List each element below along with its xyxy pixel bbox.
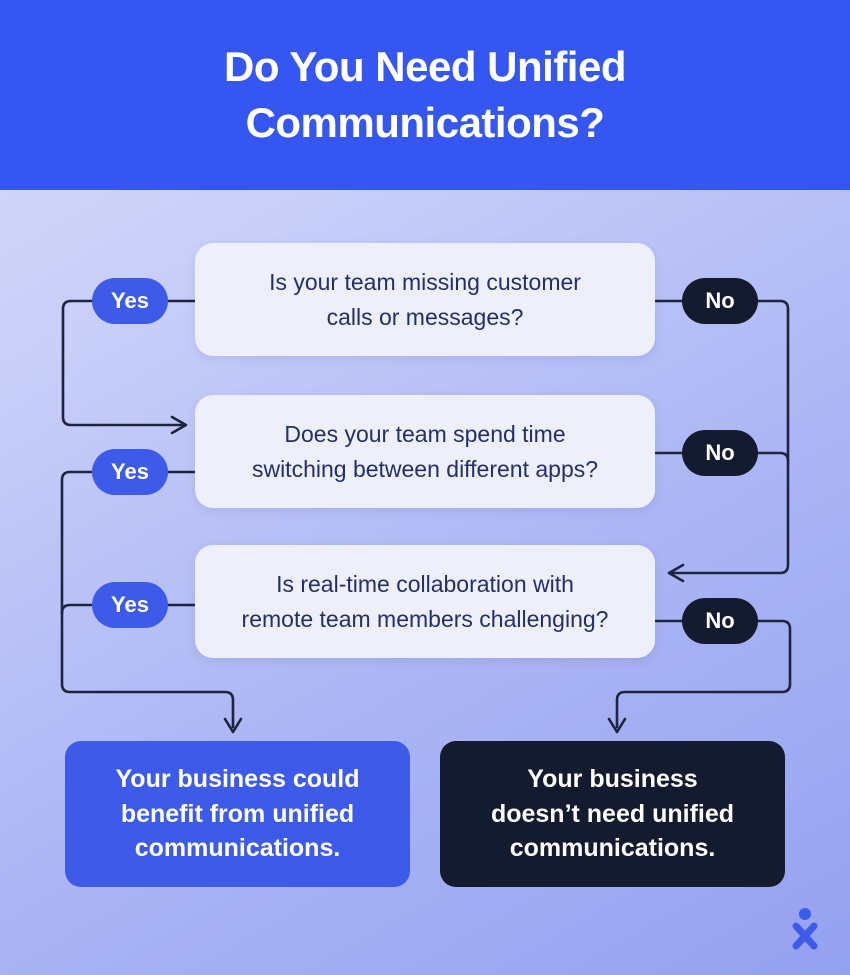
no-pill-2: No	[682, 430, 758, 476]
yes-pill-3: Yes	[92, 582, 168, 628]
yes-pill-2: Yes	[92, 449, 168, 495]
outcome-text-line: doesn’t need unified	[490, 799, 735, 828]
question-text-line: Is real-time collaboration with	[276, 571, 574, 598]
outcome-text-line: benefit from unified	[120, 799, 355, 828]
page-title: Do You Need Unified Communications?	[224, 39, 626, 151]
question-text-line: remote team members challenging?	[241, 605, 609, 632]
no-pill-label: No	[705, 608, 735, 633]
arrowhead-right-icon	[170, 415, 188, 435]
connector-no1-to-q3	[654, 299, 790, 575]
yes-pill-1: Yes	[92, 278, 168, 324]
question-card-3: Is real-time collaboration with remote t…	[195, 545, 655, 658]
yes-pill-label: Yes	[111, 459, 149, 484]
arrowhead-down-icon	[607, 717, 627, 734]
question-text-line: Is your team missing customer	[269, 269, 581, 296]
connector-yes3-join	[60, 603, 197, 615]
question-text-line: switching between different apps?	[251, 455, 599, 482]
arrowhead-left-icon	[667, 563, 685, 583]
outcome-text-line: communications.	[134, 834, 341, 863]
nextiva-x-icon	[792, 908, 818, 950]
outcome-text-line: Your business	[527, 765, 698, 794]
no-pill-label: No	[705, 440, 735, 465]
question-card-2: Does your team spend time switching betw…	[195, 395, 655, 508]
page-title-line: Communications?	[245, 99, 605, 146]
no-pill-3: No	[682, 598, 758, 644]
connector-no2-join	[654, 451, 790, 463]
no-pill-1: No	[682, 278, 758, 324]
arrowhead-down-icon	[223, 717, 243, 734]
outcome-text-line: communications.	[509, 834, 716, 863]
yes-pill-label: Yes	[111, 592, 149, 617]
connector-yes1-to-q2	[61, 299, 197, 427]
question-text-line: Does your team spend time	[284, 421, 566, 448]
outcome-text-line: Your business could	[115, 765, 360, 794]
question-card-1: Is your team missing customer calls or m…	[195, 243, 655, 356]
yes-pill-label: Yes	[111, 288, 149, 313]
page-title-line: Do You Need Unified	[224, 43, 626, 91]
question-text-line: calls or messages?	[326, 303, 524, 330]
no-pill-label: No	[705, 288, 735, 313]
outcome-card-negative: Your business doesn’t need unified commu…	[440, 741, 785, 887]
header-banner: Do You Need Unified Communications?	[0, 0, 850, 190]
connector-yes2-to-positive	[60, 470, 235, 729]
connector-no3-to-negative	[615, 619, 792, 729]
outcome-card-positive: Your business could benefit from unified…	[65, 741, 410, 887]
